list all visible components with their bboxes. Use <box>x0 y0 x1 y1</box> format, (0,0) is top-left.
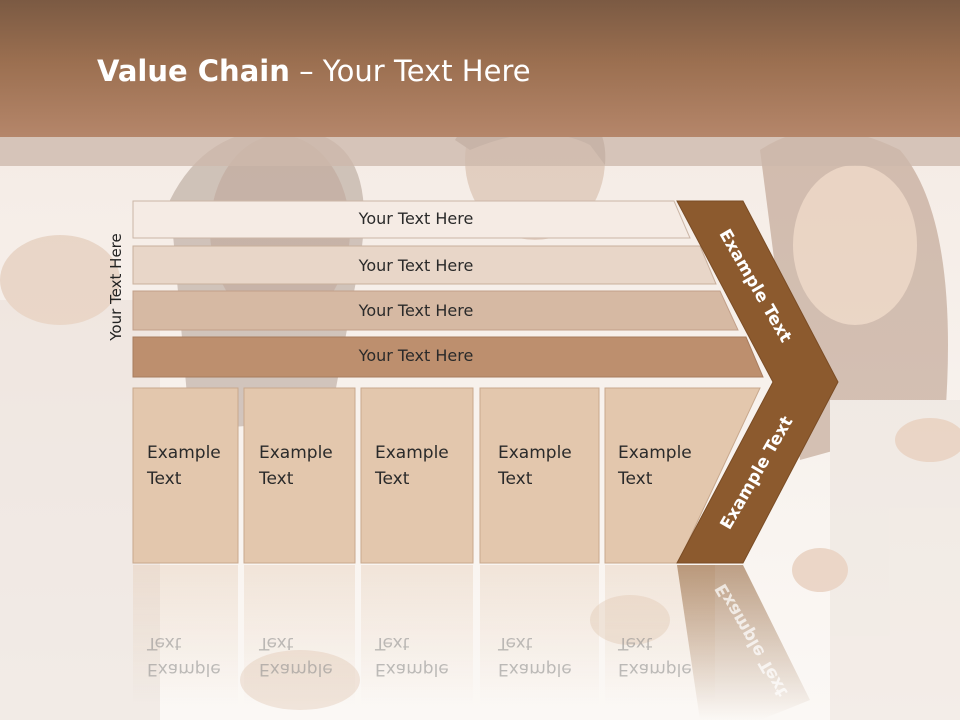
header-band <box>0 137 960 166</box>
support-row-4 <box>132 336 764 378</box>
header-bar <box>0 0 960 137</box>
primary-column-1 <box>132 387 239 564</box>
title-bold: Value Chain <box>97 54 290 88</box>
support-row-3 <box>132 290 739 331</box>
row-2-label: Your Text Here <box>358 256 474 275</box>
side-label: Your Text Here <box>107 233 125 341</box>
title-rest: – Your Text Here <box>289 54 531 88</box>
support-row-1 <box>132 200 691 239</box>
row-1-label: Your Text Here <box>358 209 474 228</box>
row-4-label: Your Text Here <box>358 346 474 365</box>
slide-title: Value Chain – Your Text Here <box>97 54 531 94</box>
support-row-2 <box>132 245 717 285</box>
primary-column-3 <box>360 387 474 564</box>
row-3-label: Your Text Here <box>358 301 474 320</box>
margin-chevron <box>676 200 839 564</box>
primary-column-4 <box>479 387 600 564</box>
primary-column-2 <box>243 387 356 564</box>
